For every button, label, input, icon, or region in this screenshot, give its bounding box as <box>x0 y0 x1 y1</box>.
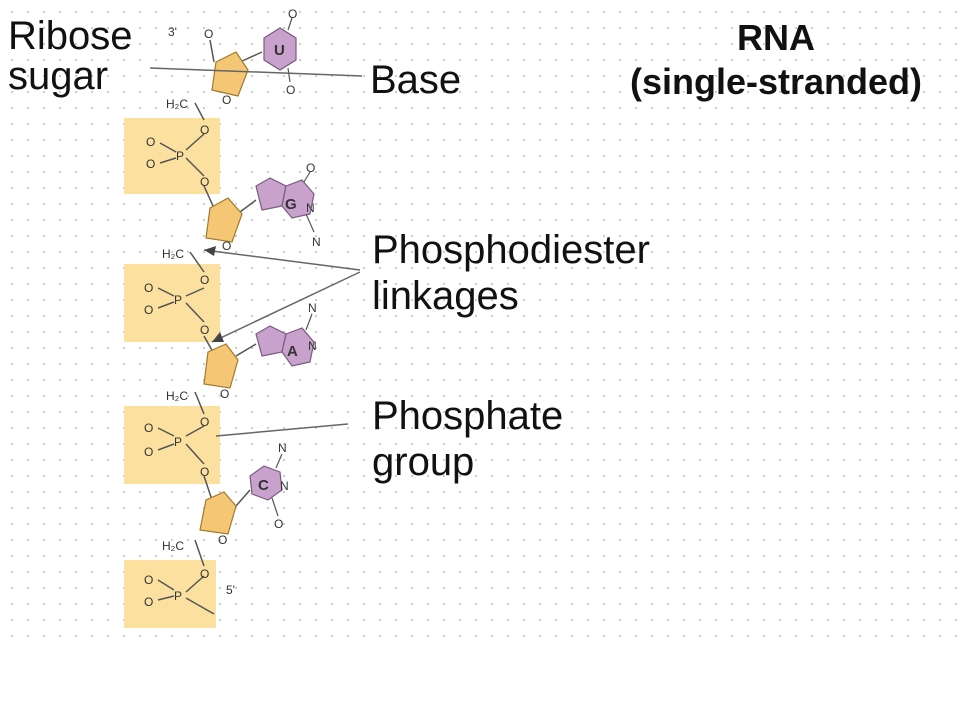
arrowheads <box>204 246 224 342</box>
atom-o: O <box>218 533 227 547</box>
base-a-ring2 <box>281 327 315 367</box>
h2c-label: H₂C <box>162 539 184 553</box>
atom-o: O <box>222 93 231 107</box>
atom-labels: 3' O H₂C O O P O O O O O O H₂C O O P O O… <box>144 7 321 609</box>
base-letters: U G A C <box>258 42 298 494</box>
atom-n: N <box>308 339 317 353</box>
atom-o: O <box>144 573 153 587</box>
atom-n: N <box>312 235 321 249</box>
ribose-3 <box>203 343 239 389</box>
atom-o: O <box>146 157 155 171</box>
atom-n: N <box>280 479 289 493</box>
atom-o: O <box>220 387 229 401</box>
title-line2: (single-stranded) <box>629 61 923 102</box>
atom-o: O <box>144 421 153 435</box>
h2c-label: H₂C <box>162 247 184 261</box>
phosphate-box-1 <box>124 118 220 194</box>
atom-n: N <box>278 441 287 455</box>
backbone-bonds <box>157 39 263 615</box>
atom-o: O <box>204 27 213 41</box>
phosphodiester-label: Phosphodiester linkages <box>372 230 650 316</box>
base-label-u: U <box>274 42 285 59</box>
pointer-line-linkage-2 <box>211 271 361 343</box>
pointer-lines <box>149 67 363 437</box>
base-g-ring1 <box>255 177 287 211</box>
atom-o: O <box>200 123 209 137</box>
bases <box>249 27 315 501</box>
atom-o: O <box>144 281 153 295</box>
atom-o: O <box>144 303 153 317</box>
ribose-label-line1: Ribose <box>8 14 133 58</box>
ribose-sugar-label: Ribose sugar <box>8 16 133 96</box>
atom-o: O <box>200 273 209 287</box>
h2c-label: H₂C <box>166 389 188 403</box>
phosphate-group-label: Phosphate group <box>372 396 563 482</box>
atom-o: O <box>306 161 315 175</box>
atom-o: O <box>146 135 155 149</box>
ribose-label-line2: sugar <box>8 54 109 98</box>
phosphate-box-4 <box>124 560 216 628</box>
atom-p: P <box>174 435 182 449</box>
pointer-line-ribose-base <box>149 67 363 77</box>
base-label-a: A <box>287 343 298 360</box>
atom-o: O <box>200 175 209 189</box>
ribose-1 <box>211 51 249 97</box>
three-prime-label: 3' <box>168 25 177 39</box>
title: RNA (single-stranded) <box>596 20 956 100</box>
atom-n: N <box>306 201 315 215</box>
phosphate-line1: Phosphate <box>372 394 564 438</box>
atom-o: O <box>200 415 209 429</box>
base-u <box>263 27 297 71</box>
pointer-line-linkage-1 <box>203 249 361 271</box>
atom-p: P <box>174 293 182 307</box>
atom-p: P <box>174 589 182 603</box>
atom-o: O <box>288 7 297 21</box>
phosphodiester-line1: Phosphodiester <box>372 228 650 272</box>
ribose-sugars <box>199 51 249 535</box>
atom-o: O <box>200 567 209 581</box>
atom-n: N <box>308 301 317 315</box>
base-bonds <box>271 17 315 517</box>
base-g-ring2 <box>281 179 315 219</box>
base-label-c: C <box>258 477 269 494</box>
atom-p: P <box>176 149 184 163</box>
base-c <box>249 465 283 501</box>
ribose-2 <box>205 197 243 243</box>
atom-o: O <box>144 595 153 609</box>
title-line1: RNA <box>737 17 815 58</box>
h2c-label: H₂C <box>166 97 188 111</box>
atom-o: O <box>144 445 153 459</box>
phosphate-line2: group <box>372 440 475 484</box>
base-label-g: G <box>285 196 297 213</box>
atom-o: O <box>200 465 209 479</box>
phosphodiester-line2: linkages <box>372 274 519 318</box>
five-prime-label: 5' <box>226 583 235 597</box>
atom-o: O <box>222 239 231 253</box>
atom-o: O <box>200 323 209 337</box>
atom-o: O <box>274 517 283 531</box>
atom-o: O <box>286 83 295 97</box>
ribose-4 <box>199 491 237 535</box>
base-label: Base <box>370 58 462 102</box>
pointer-line-phosphate <box>215 423 349 437</box>
